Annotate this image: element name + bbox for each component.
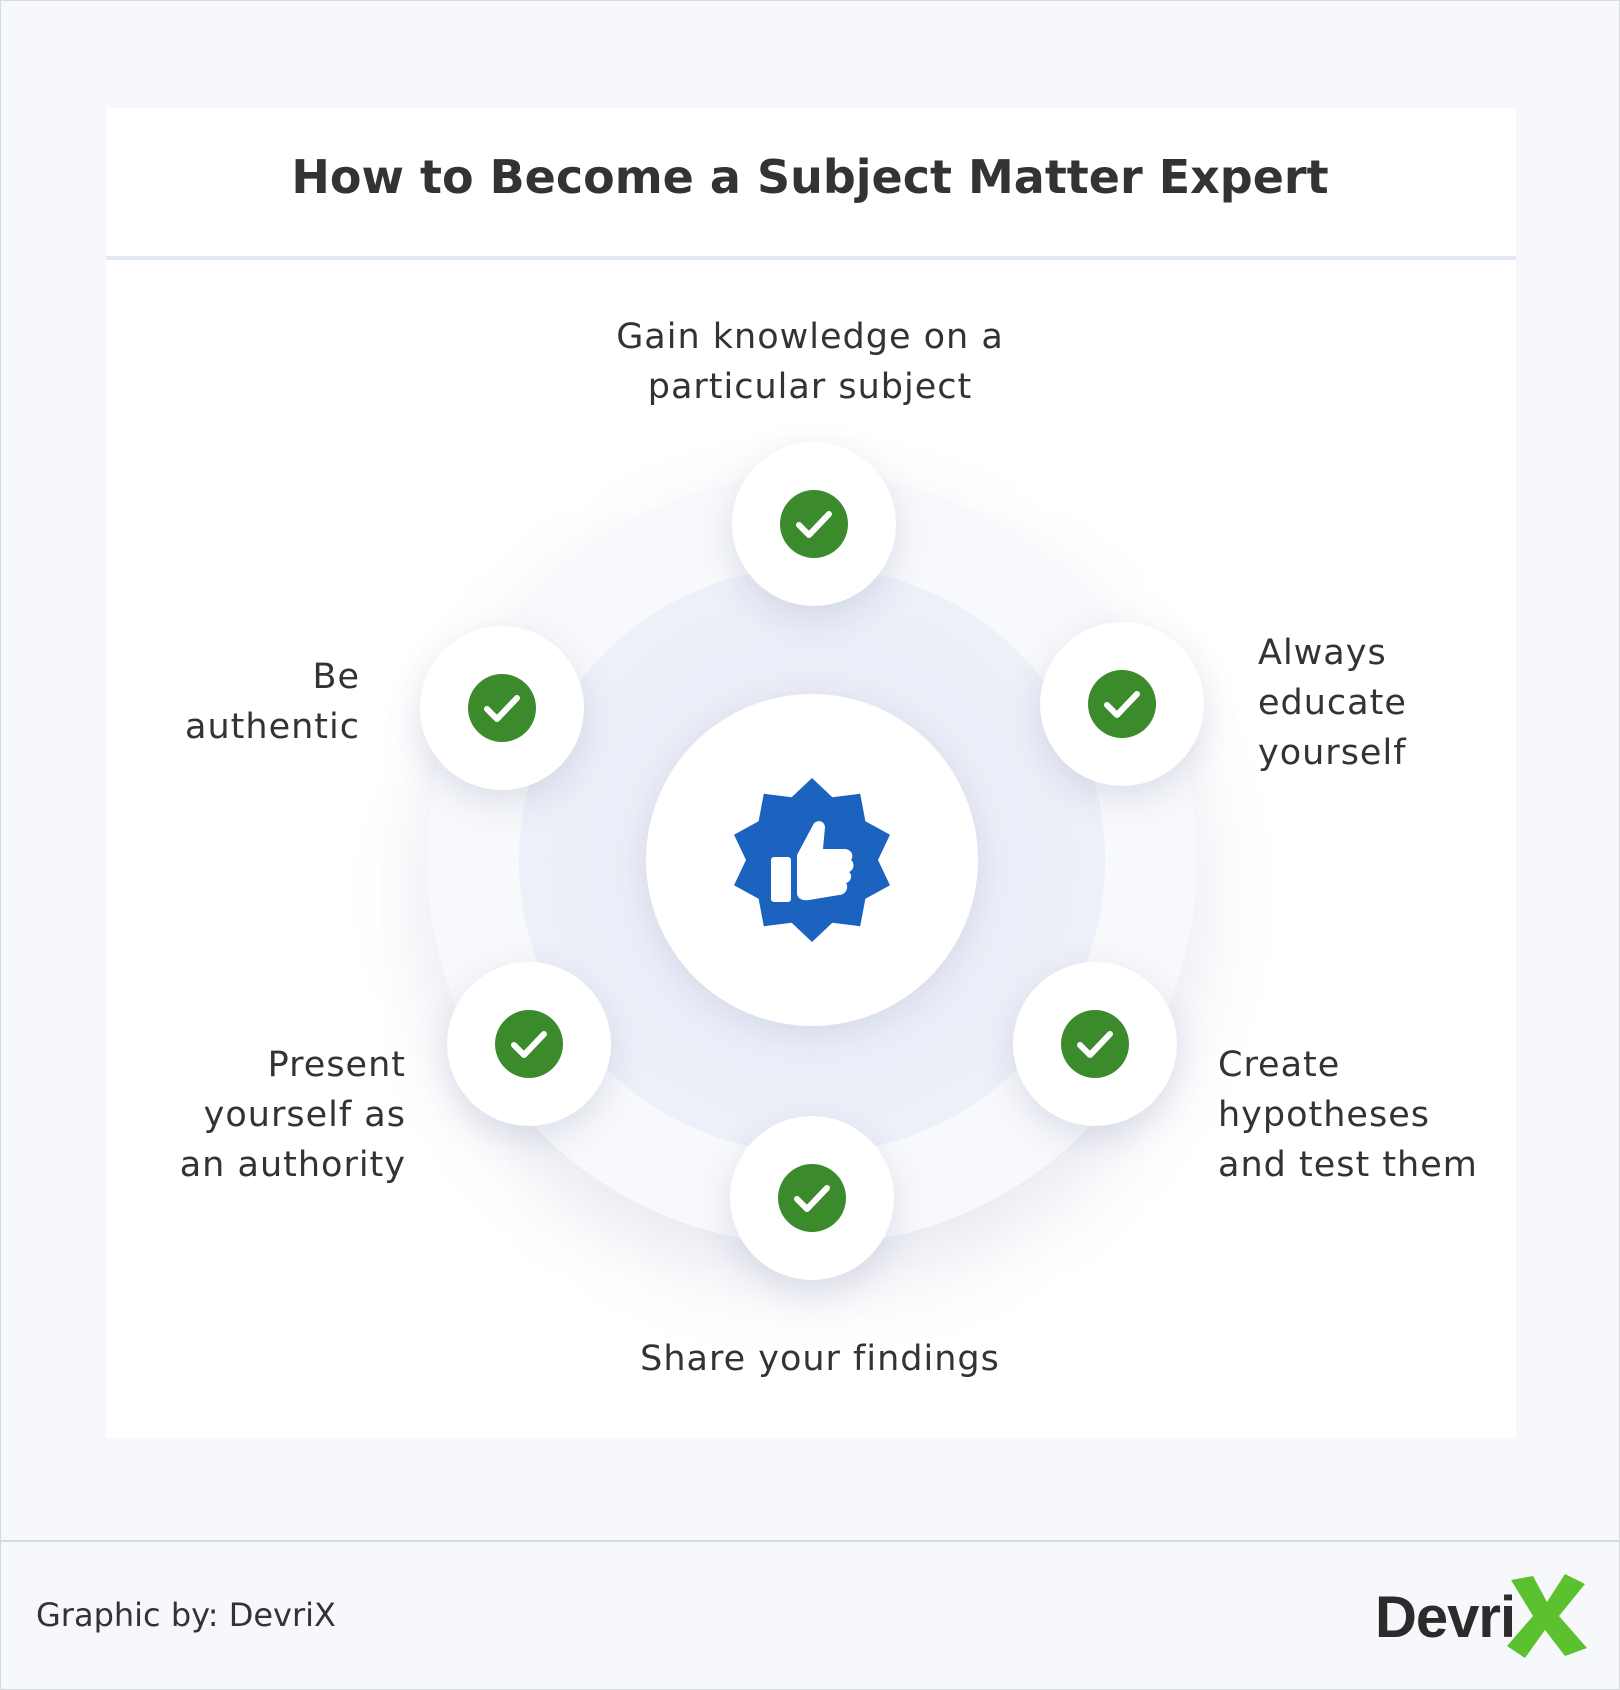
thumbs-up-icon: [771, 821, 854, 902]
step-label-create-hypotheses: Create hypotheses and test them: [1218, 1045, 1478, 1185]
logo-x-icon: [1507, 1574, 1587, 1658]
checkmark-icon: [1061, 1010, 1129, 1078]
step-label-gain-knowledge: Gain knowledge on a particular subject: [616, 317, 1004, 407]
step-label-educate-yourself: Always educate yourself: [1258, 633, 1407, 773]
thumbs-up-badge-icon: [734, 778, 890, 942]
checkmark-icon: [468, 674, 536, 742]
devrix-logo: Devri: [1375, 1572, 1590, 1662]
step-label-be-authentic: Be authentic: [185, 657, 360, 747]
step-node-5: [447, 962, 611, 1126]
step-node-6: [420, 626, 584, 790]
title-divider: [106, 256, 1516, 260]
step-node-2: [1040, 622, 1204, 786]
step-label-present-authority: Present yourself as an authority: [179, 1045, 406, 1185]
step-label-share-findings: Share your findings: [640, 1339, 1000, 1379]
graphic-credit: Graphic by: DevriX: [36, 1596, 336, 1634]
checkmark-icon: [780, 490, 848, 558]
footer-divider: [0, 1540, 1620, 1542]
diagram-title: How to Become a Subject Matter Expert: [291, 150, 1329, 204]
checkmark-icon: [1088, 670, 1156, 738]
checkmark-icon: [495, 1010, 563, 1078]
step-node-1: [732, 442, 896, 606]
step-node-3: [1013, 962, 1177, 1126]
step-node-4: [730, 1116, 894, 1280]
logo-wordmark: Devri: [1375, 1585, 1516, 1650]
checkmark-icon: [778, 1164, 846, 1232]
